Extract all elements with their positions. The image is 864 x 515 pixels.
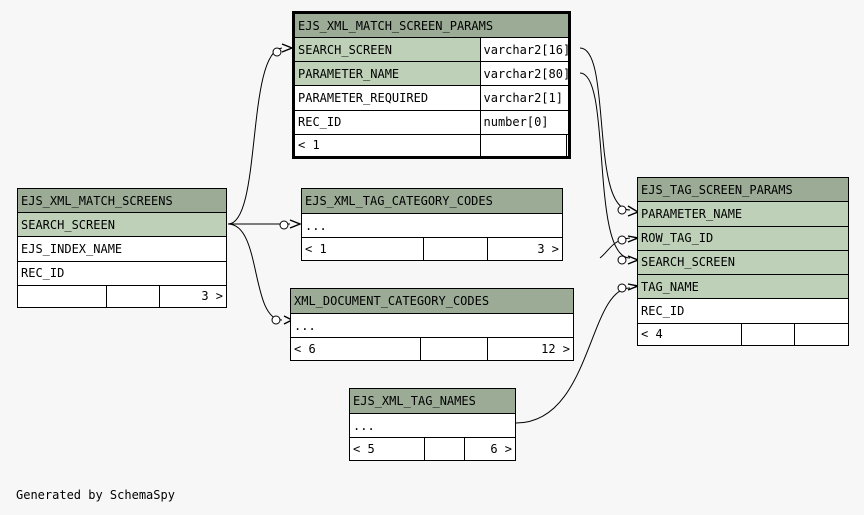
column-name: REC_ID (18, 260, 226, 286)
children-count[interactable]: 6 > (463, 437, 515, 460)
columns-collapsed: ... (291, 312, 573, 339)
columns-collapsed: ... (350, 412, 515, 439)
children-count[interactable]: 12 > (486, 337, 573, 360)
rel-screens-to-params (227, 47, 283, 225)
column-type: varchar2[1] (479, 85, 568, 111)
children-count[interactable]: 3 > (486, 237, 562, 260)
parents-count[interactable]: < 1 (295, 133, 481, 156)
rel-params-search-to-tagscreen (579, 47, 631, 211)
children-count[interactable]: 2 > (565, 133, 568, 156)
table-ejs-xml-tag-category-codes[interactable]: EJS_XML_TAG_CATEGORY_CODES ... < 1 3 > (301, 188, 563, 261)
crowfoot-circle (617, 255, 627, 265)
crowfoot-circle (271, 315, 281, 325)
column-name: SEARCH_SCREEN (638, 249, 848, 276)
table-ejs-xml-tag-names[interactable]: EJS_XML_TAG_NAMES ... < 5 6 > (349, 388, 516, 461)
table-title: EJS_XML_TAG_CATEGORY_CODES (302, 189, 562, 214)
parents-count[interactable]: < 5 (350, 437, 425, 460)
columns-collapsed: ... (302, 212, 562, 239)
column-name: REC_ID (295, 109, 481, 135)
table-ejs-tag-screen-params[interactable]: EJS_TAG_SCREEN_PARAMS PARAMETER_NAME ROW… (637, 177, 849, 346)
crowfoot-circle (617, 283, 627, 293)
table-xml-document-category-codes[interactable]: XML_DOCUMENT_CATEGORY_CODES ... < 6 12 > (290, 288, 574, 361)
generated-by-credit: Generated by SchemaSpy (16, 488, 175, 502)
table-title: EJS_XML_MATCH_SCREEN_PARAMS (295, 14, 568, 39)
column-name: EJS_INDEX_NAME (18, 236, 226, 262)
column-name: PARAMETER_NAME (295, 61, 481, 87)
crowfoot-circle (617, 205, 627, 215)
column-name: REC_ID (638, 298, 848, 324)
crowfoot-circle (279, 220, 289, 230)
table-ejs-xml-match-screens[interactable]: EJS_XML_MATCH_SCREENS SEARCH_SCREEN EJS_… (17, 188, 227, 308)
table-title: EJS_XML_TAG_NAMES (350, 389, 515, 414)
column-name: PARAMETER_NAME (638, 201, 848, 227)
rel-tagnames-to-tagscreen (515, 287, 631, 424)
column-name: PARAMETER_REQUIRED (295, 85, 481, 111)
crowfoot-circle (272, 47, 282, 57)
rel-screens-to-doc-category (227, 223, 283, 321)
table-ejs-xml-match-screen-params[interactable]: EJS_XML_MATCH_SCREEN_PARAMS SEARCH_SCREE… (292, 11, 571, 159)
table-title: EJS_TAG_SCREEN_PARAMS (638, 178, 848, 203)
column-name: TAG_NAME (638, 274, 848, 300)
rel-params-name-to-tagscreen (579, 72, 631, 259)
crowfoot-circle (617, 235, 627, 245)
column-name: ROW_TAG_ID (638, 225, 848, 251)
parents-count[interactable]: < 6 (291, 337, 421, 360)
column-name: SEARCH_SCREEN (295, 37, 481, 63)
parents-count[interactable]: < 4 (638, 322, 742, 345)
column-type: varchar2[80] (479, 61, 568, 87)
table-title: XML_DOCUMENT_CATEGORY_CODES (291, 289, 573, 314)
column-name: SEARCH_SCREEN (18, 212, 226, 238)
parents-count[interactable]: < 1 (302, 237, 424, 260)
column-type: varchar2[16] (479, 37, 568, 63)
children-count[interactable]: 3 > (158, 284, 226, 307)
column-type: number[0] (479, 109, 568, 135)
table-title: EJS_XML_MATCH_SCREENS (18, 189, 226, 214)
